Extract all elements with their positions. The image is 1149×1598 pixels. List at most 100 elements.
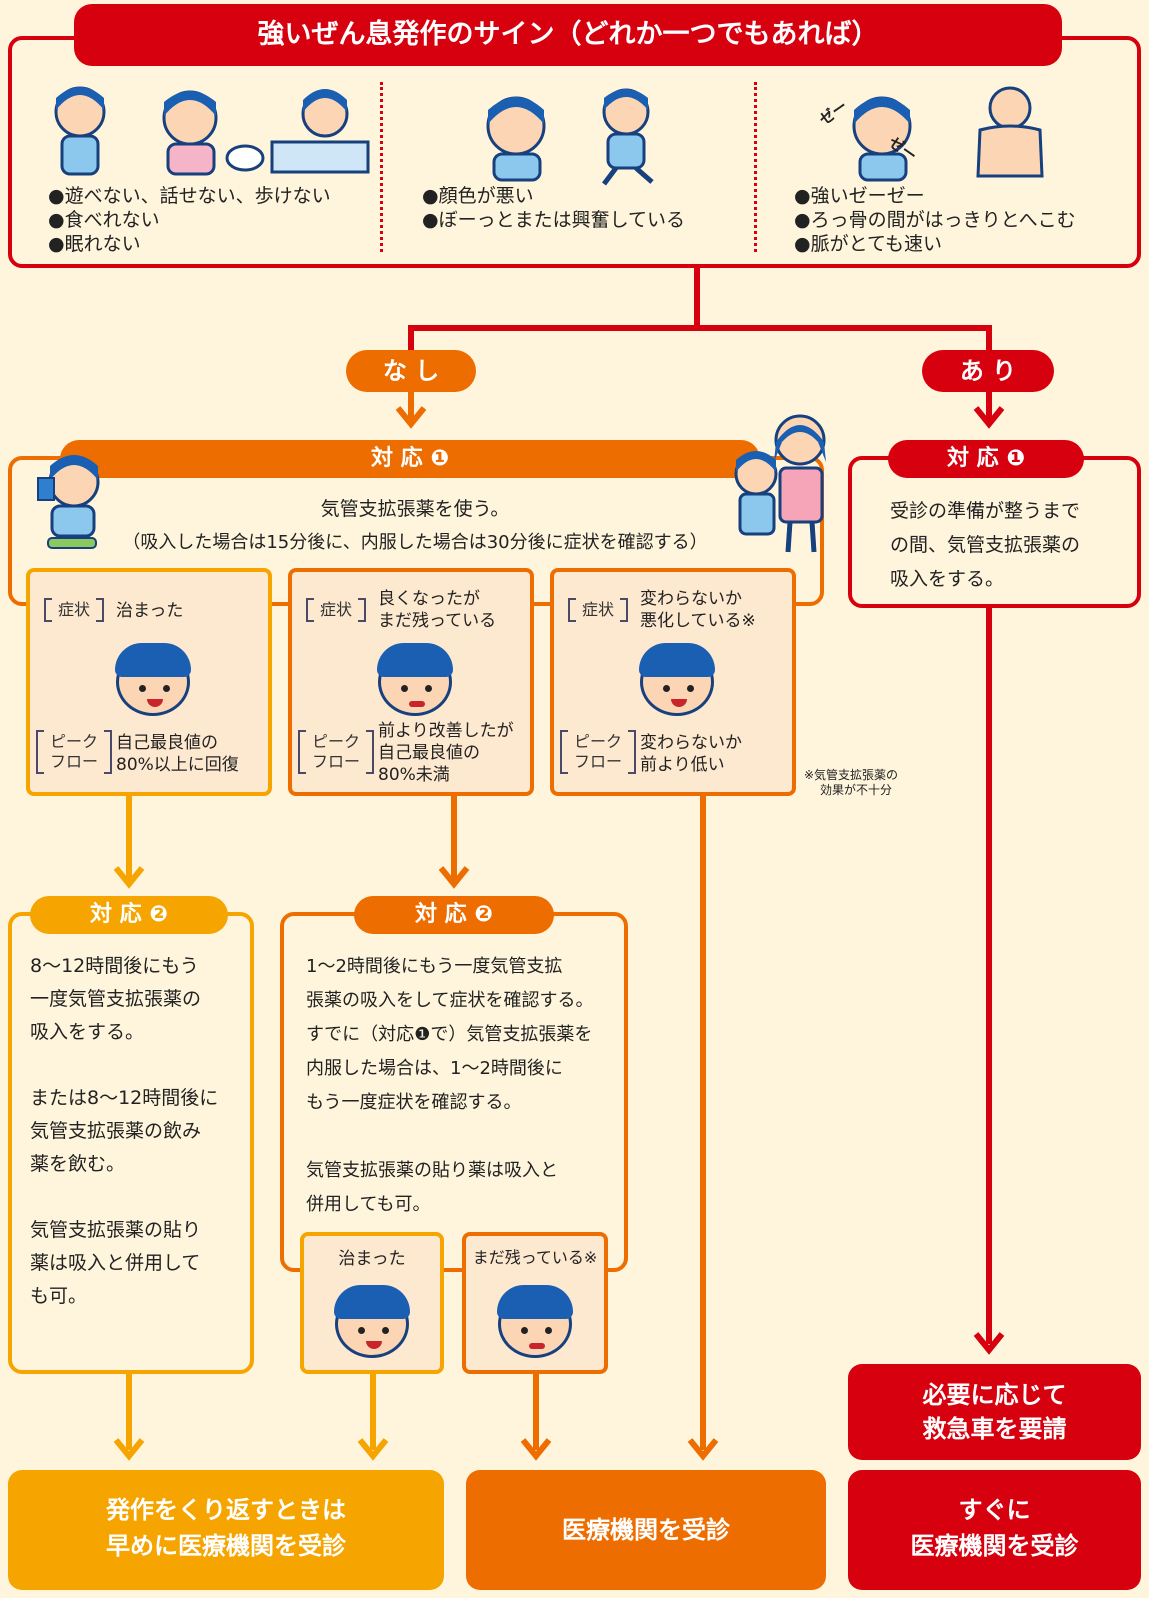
text-line: すでに（対応❶で）気管支拡張薬を <box>306 1024 593 1045</box>
text-line: 前より低い <box>640 755 725 775</box>
text-line: ※気管支拡張薬の <box>804 768 899 782</box>
peakflow-text: 自己最良値の 80%以上に回復 <box>116 732 239 776</box>
text-line: または8～12時間後に <box>30 1087 219 1109</box>
text-line: 張薬の吸入をして症状を確認する。 <box>306 990 594 1011</box>
happy-face-icon <box>334 1285 410 1358</box>
text-line: 救急車を要請 <box>922 1415 1067 1443</box>
outcome-left: 発作をくり返すときは 早めに医療機関を受診 <box>8 1470 444 1590</box>
text-line: の間、気管支拡張薬の <box>890 534 1081 556</box>
text-line: ピーク <box>573 732 622 751</box>
text-line: すぐに <box>958 1496 1031 1524</box>
header-title: 強いぜん息発作のサイン（どれか一つでもあれば） <box>74 4 1062 66</box>
symptom-label: 症状 <box>568 598 628 622</box>
text-line <box>306 1120 593 1154</box>
kid-illustrations-sign1 <box>54 86 370 176</box>
connector <box>408 325 992 331</box>
text-line: 医療機関を受診 <box>910 1532 1079 1560</box>
peakflow-label: ピーク フロー <box>36 730 112 774</box>
arrow-down-icon <box>113 1438 145 1461</box>
arrow-shaft <box>126 1374 132 1450</box>
text-line: 悪化している※ <box>640 611 756 631</box>
text-line: 早めに医療機関を受診 <box>106 1532 346 1560</box>
outcome-mid: 医療機関を受診 <box>466 1470 826 1590</box>
text-line: 気管支拡張薬の貼り <box>30 1219 202 1241</box>
text-line: フロー <box>311 752 360 771</box>
nashi-step1-line2: （吸入した場合は15分後に、内服した場合は30分後に症状を確認する） <box>122 532 708 553</box>
arrow-down-icon <box>520 1438 552 1461</box>
text-line: 自己最良値の <box>116 733 218 753</box>
arrow-shaft <box>370 1374 376 1450</box>
sign-item: ●ろっ骨の間がはっきりとへこむ <box>794 209 1076 231</box>
text-line: もう一度症状を確認する。 <box>306 1092 522 1113</box>
symptom-label: 症状 <box>44 598 104 622</box>
text-line: ピーク <box>311 732 360 751</box>
connector <box>408 325 414 355</box>
divider <box>754 82 757 252</box>
kid-illustrations-sign3 <box>852 86 1044 182</box>
sign-list-1: ●遊べない、話せない、歩けない ●食べれない ●眠れない <box>48 184 331 256</box>
nashi-step1-line1: 気管支拡張薬を使う。 <box>320 498 510 520</box>
ari-step1-text: 受診の準備が整うまで の間、気管支拡張薬の 吸入をする。 <box>890 494 1080 596</box>
arrow-down-icon <box>395 406 427 429</box>
text-line: 内服した場合は、1～2時間後に <box>306 1058 563 1079</box>
text-line: フロー <box>49 752 98 771</box>
arrow-shaft <box>986 608 992 1344</box>
distressed-face-icon <box>639 643 715 716</box>
connector <box>986 325 992 355</box>
text-line: 変わらないか <box>640 589 742 609</box>
text-line: 吸入をする。 <box>30 1021 145 1043</box>
text-line: 気管支拡張薬の貼り薬は吸入と <box>306 1160 558 1181</box>
arrow-shaft <box>126 796 132 880</box>
sign-list-3: ●強いゼーゼー ●ろっ骨の間がはっきりとへこむ ●脈がとても速い <box>794 184 1076 256</box>
sign-item: ●顔色が悪い <box>422 185 534 207</box>
text-line: 医療機関を受診 <box>562 1516 730 1544</box>
symptom-text: 変わらないか 悪化している※ <box>640 588 756 632</box>
arrow-shaft <box>408 392 414 422</box>
step2-left-title: 対 応 ❷ <box>30 896 228 934</box>
text-line: 気管支拡張薬の飲み <box>30 1120 202 1142</box>
text-line: 併用しても可。 <box>306 1194 431 1215</box>
arrow-down-icon <box>357 1438 389 1461</box>
text-line: 必要に応じて <box>922 1381 1067 1409</box>
happy-face-icon <box>115 643 191 716</box>
sign-item: ●強いゼーゼー <box>794 185 925 207</box>
nashi-step1-title: 対 応 ❶ <box>60 440 760 478</box>
text-line: 自己最良値の <box>378 743 480 763</box>
branch-nashi: な し <box>346 350 476 392</box>
text-line: 8～12時間後にもう <box>30 955 199 977</box>
arrow-shaft <box>451 796 457 880</box>
text-line: まだ残っている <box>378 611 497 631</box>
symptom-text: 良くなったが まだ残っている <box>378 588 496 632</box>
symptom-label: 症状 <box>306 598 366 622</box>
text-line: 一度気管支拡張薬の <box>30 988 202 1010</box>
ari-step1-title: 対 応 ❶ <box>888 440 1084 478</box>
text-line: ピーク <box>49 732 98 751</box>
text-line: 治まった <box>116 601 184 621</box>
peakflow-text: 変わらないか 前より低い <box>640 732 742 776</box>
sub-card-ok-label: 治まった <box>338 1249 406 1269</box>
peakflow-label: ピーク フロー <box>298 730 374 774</box>
text-line <box>30 1049 218 1082</box>
arrow-down-icon <box>113 866 145 889</box>
step2-mid-title: 対 応 ❷ <box>354 896 554 934</box>
kid-illustrations-sign2 <box>486 88 654 186</box>
text-line: 80%以上に回復 <box>116 755 239 775</box>
arrow-shaft <box>986 392 992 422</box>
outcome-right: すぐに 医療機関を受診 <box>848 1470 1141 1590</box>
text-line <box>30 1181 218 1214</box>
arrow-down-icon <box>973 406 1005 429</box>
sign-item: ●眠れない <box>48 233 141 255</box>
sign-item: ●食べれない <box>48 209 160 231</box>
sign-item: ●脈がとても速い <box>794 233 943 255</box>
outcome-ambulance: 必要に応じて 救急車を要請 <box>848 1364 1141 1460</box>
arrow-shaft <box>533 1374 539 1450</box>
text-line: 良くなったが <box>378 589 480 609</box>
kid-inhaler-illustration <box>37 455 100 549</box>
text-line: フロー <box>573 752 622 771</box>
text-line: 1～2時間後にもう一度気管支拡 <box>306 956 563 977</box>
peakflow-text: 前より改善したが 自己最良値の 80%未満 <box>378 720 514 786</box>
step2-mid-text: 1～2時間後にもう一度気管支拡 張薬の吸入をして症状を確認する。 すでに（対応❶… <box>306 950 593 1222</box>
divider <box>380 82 383 252</box>
text-line: 80%未満 <box>378 765 450 785</box>
sub-card-remain-label: まだ残っている※ <box>472 1248 598 1267</box>
